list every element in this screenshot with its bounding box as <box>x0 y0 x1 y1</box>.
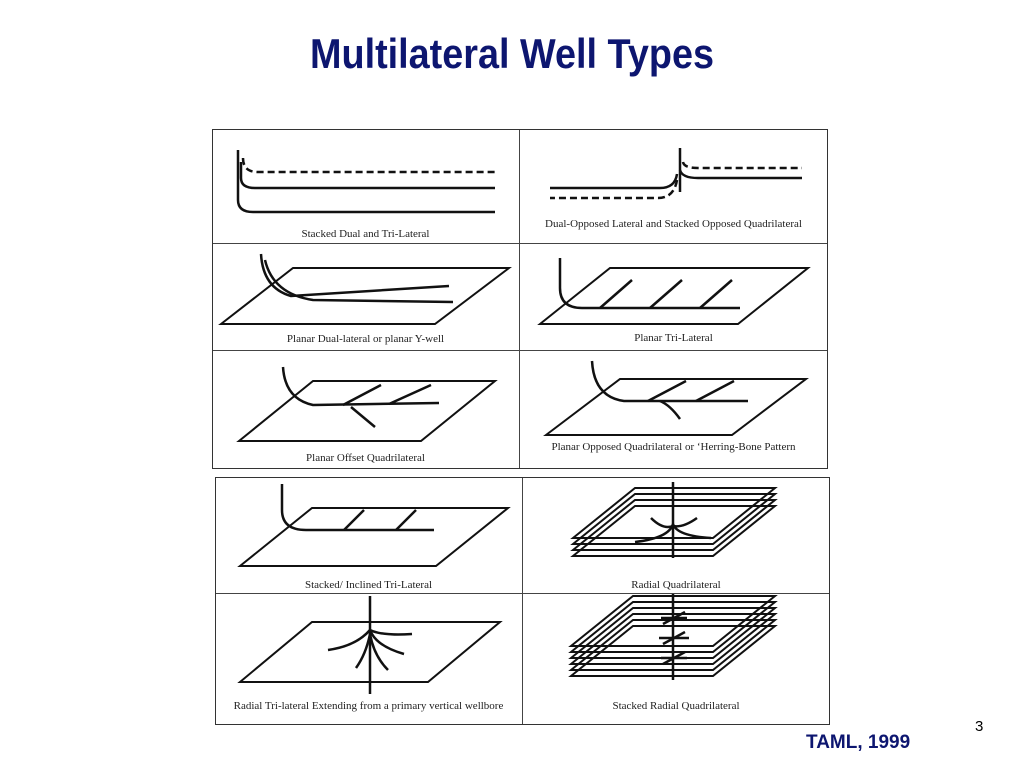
caption-dual-opposed: Dual-Opposed Lateral and Stacked Opposed… <box>545 218 802 230</box>
stacked-radial-quad-diagram <box>568 594 778 680</box>
planar-tri-diagram <box>537 258 811 325</box>
panel-block-upper: Stacked Dual and Tri-Lateral Dual-Oppose… <box>212 129 828 469</box>
panel-planar-tri: Planar Tri-Lateral <box>520 244 827 349</box>
caption-planar-tri: Planar Tri-Lateral <box>634 332 713 344</box>
radial-quad-diagram <box>570 482 778 558</box>
panel-herring-bone: Planar Opposed Quadrilateral or ‘Herring… <box>520 351 827 468</box>
radial-tri-vertical-diagram <box>237 596 503 694</box>
caption-stacked-inclined-tri: Stacked/ Inclined Tri-Lateral <box>304 579 433 591</box>
citation: TAML, 1999 <box>806 732 911 753</box>
planar-offset-quad-diagram <box>236 366 498 442</box>
caption-radial-tri-vertical: Radial Tri-lateral Extending from a prim… <box>233 700 504 712</box>
panel-radial-quad: Radial Quadrilateral <box>523 478 829 592</box>
caption-planar-dual: Planar Dual-lateral or planar Y-well <box>286 333 445 345</box>
panel-block-lower: Stacked/ Inclined Tri-Lateral Radial Qua… <box>215 477 830 725</box>
stacked-dual-tri-diagram <box>236 150 495 214</box>
panel-stacked-dual-tri: Stacked Dual and Tri-Lateral <box>213 130 518 242</box>
caption-herring-bone: Planar Opposed Quadrilateral or ‘Herring… <box>551 441 796 453</box>
panel-stacked-radial-quad: Stacked Radial Quadrilateral <box>523 594 829 724</box>
panel-dual-opposed: Dual-Opposed Lateral and Stacked Opposed… <box>520 130 827 242</box>
caption-radial-quad: Radial Quadrilateral <box>631 579 721 591</box>
caption-stacked-radial-quad: Stacked Radial Quadrilateral <box>612 700 740 712</box>
caption-planar-offset-quad: Planar Offset Quadrilateral <box>306 452 425 464</box>
stacked-inclined-tri-diagram <box>237 484 511 567</box>
panel-planar-offset-quad: Planar Offset Quadrilateral <box>213 351 518 468</box>
page-number: 3 <box>975 718 984 735</box>
panel-radial-tri-vertical: Radial Tri-lateral Extending from a prim… <box>216 594 521 724</box>
planar-dual-diagram <box>218 253 512 325</box>
caption-stacked-dual-tri: Stacked Dual and Tri-Lateral <box>301 228 430 240</box>
panel-planar-dual: Planar Dual-lateral or planar Y-well <box>213 244 518 349</box>
slide-title: Multilateral Well Types <box>309 30 715 77</box>
herring-bone-diagram <box>543 360 809 436</box>
panel-stacked-inclined-tri: Stacked/ Inclined Tri-Lateral <box>216 478 521 592</box>
dual-opposed-diagram <box>550 148 802 200</box>
